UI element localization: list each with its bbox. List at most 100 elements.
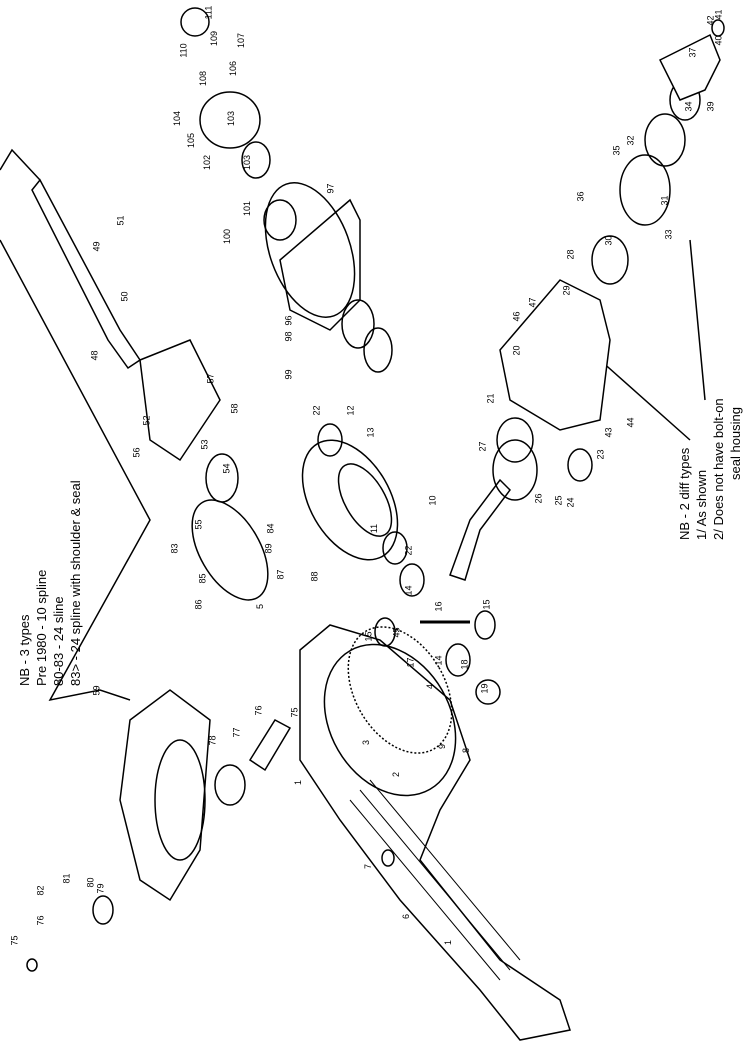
disc-102 [241,141,271,179]
bearing-28 [591,235,629,285]
part-number-label: 40 [713,35,724,46]
cover-bolt-1 [381,849,395,867]
part-number-label: 47 [527,297,538,308]
part-number-label: 7 [363,863,374,870]
half-shaft-note-line: 80-83 - 24 sline [51,596,66,686]
note-leader-shaft [0,148,41,181]
part-number-label: 89 [263,543,274,554]
housing-flange [323,643,457,797]
part-number-label: 79 [95,883,106,894]
part-number-label: 98 [283,331,294,342]
part-number-label: 24 [565,497,576,508]
part-number-label: 78 [207,735,218,746]
part-number-label: 1 [293,779,304,786]
part-number-label: 29 [561,285,572,296]
part-number-label: 41 [713,9,724,20]
hub-96 [279,198,361,331]
part-number-label: 1 [443,939,454,946]
seal-80 [92,895,114,925]
part-number-label: 104 [172,110,183,127]
part-number-label: 50 [119,291,130,302]
seal-housing-32 [619,154,671,226]
half-shaft-note-line: Pre 1980 - 10 spline [34,569,49,686]
part-number-label: 76 [253,705,264,716]
part-number-label: 87 [275,569,286,580]
part-number-label: 30 [603,235,614,246]
part-number-label: 6 [401,913,412,920]
note-leader-shaft-2 [0,239,151,702]
part-number-label: 96 [283,315,294,326]
part-number-label: 21 [485,393,496,404]
part-number-label: 51 [115,215,126,226]
part-number-label: 25 [553,495,564,506]
part-number-label: 3 [361,739,372,746]
part-number-label: 5 [255,603,266,610]
part-number-label: 20 [511,345,522,356]
part-number-label: 83 [169,543,180,554]
part-number-label: 31 [659,195,670,206]
gear-78 [214,764,246,806]
nut-40 [711,19,725,37]
half-shaft-note-title: NB - 3 types [17,614,32,686]
part-number-label: 19 [479,683,490,694]
bearing-100 [263,199,297,241]
shaft-bearing-housing [139,339,221,462]
part-number-label: 34 [683,101,694,112]
washer-19 [475,679,501,705]
part-number-label: 23 [595,449,606,460]
gear-14b [445,643,471,677]
part-number-label: 22 [403,545,414,556]
part-number-label: 15 [481,599,492,610]
flange-37 [658,33,721,101]
part-number-label: 36 [575,191,586,202]
part-number-label: 106 [228,60,239,77]
gear-24 [567,448,593,482]
gear-15b [474,610,496,640]
part-number-label: 55 [193,519,204,530]
diff-types-note: NB - 2 diff types 1/ As shown 2/ Does no… [676,398,744,540]
diff-note-title: NB - 2 diff types [677,447,692,540]
part-number-label: 48 [89,350,100,361]
part-number-label: 100 [222,228,233,245]
gear-14 [399,563,425,597]
part-number-label: 54 [221,463,232,474]
part-number-label: 84 [265,523,276,534]
bearing-98 [341,299,375,349]
part-number-label: 44 [625,417,636,428]
part-number-label: 76 [35,915,46,926]
part-number-label: 13 [365,427,376,438]
diff-note-line: seal housing [728,407,743,480]
half-shaft-note: NB - 3 types Pre 1980 - 10 spline 80-83 … [16,480,84,686]
part-number-label: 102 [202,154,213,171]
nut-75 [26,958,38,972]
part-number-label: 77 [231,727,242,738]
part-number-label: 35 [611,145,622,156]
part-number-label: 57 [205,373,216,384]
cap-111 [180,7,210,37]
part-number-label: 58 [229,403,240,414]
part-number-label: 14 [403,585,414,596]
part-number-label: 32 [625,135,636,146]
part-number-label: 103 [226,110,237,127]
part-number-label: 49 [91,241,102,252]
part-number-label: 88 [309,571,320,582]
part-number-label: 75 [9,935,20,946]
half-shaft [31,178,142,370]
note-leader-diff-2 [689,239,706,401]
diff-carrier-20 [499,279,611,431]
part-number-label: 105 [186,132,197,149]
ring-34 [644,113,686,167]
bearing-22b [382,531,408,565]
crown-wheel-inner [337,463,393,537]
bearing-22 [317,423,343,457]
part-number-label: 28 [565,249,576,260]
part-number-label: 109 [209,30,220,47]
part-number-label: 14 [433,655,444,666]
housing-gasket [347,626,453,754]
lever-77 [248,719,292,772]
part-number-label: 99 [283,369,294,380]
part-number-label: 85 [197,573,208,584]
part-number-label: 8 [461,747,472,754]
part-number-label: 17 [405,657,416,668]
